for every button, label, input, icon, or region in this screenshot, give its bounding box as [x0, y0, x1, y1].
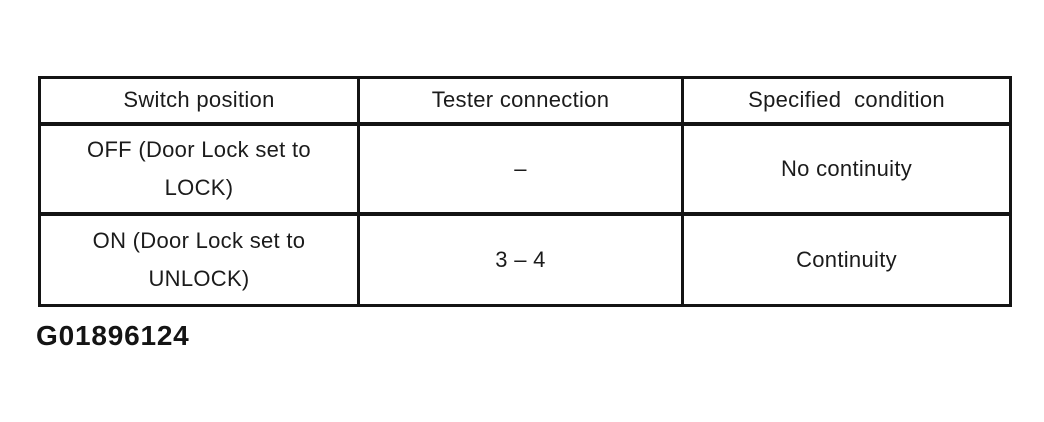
cell-row1-tester-connection: –: [360, 126, 684, 216]
header-label-switch-position: Switch position: [123, 87, 275, 113]
row1-specified-condition-text: No continuity: [780, 155, 913, 181]
continuity-spec-table: Switch position Tester connection Specif…: [38, 76, 1012, 307]
cell-row1-switch-position: OFF (Door Lock set to LOCK): [41, 126, 360, 216]
header-cell-specified-condition: Specified condition: [684, 79, 1009, 126]
row2-tester-connection-text: 3 – 4: [495, 246, 546, 272]
header-cell-switch-position: Switch position: [41, 79, 360, 126]
header-label-specified-condition: Specified condition: [748, 87, 945, 113]
figure-code: G01896124: [36, 320, 190, 351]
row1-tester-connection-text: –: [514, 155, 527, 181]
header-cell-tester-connection: Tester connection: [360, 79, 684, 126]
row2-switch-position-text: ON (Door Lock set to UNLOCK): [92, 227, 312, 292]
cell-row1-specified-condition: No continuity: [684, 126, 1009, 216]
cell-row2-tester-connection: 3 – 4: [360, 216, 684, 304]
cell-row2-specified-condition: Continuity: [684, 216, 1009, 304]
header-label-tester-connection: Tester connection: [431, 87, 610, 113]
row2-specified-condition-text: Continuity: [796, 246, 897, 272]
row1-switch-position-text: OFF (Door Lock set to LOCK): [87, 136, 318, 201]
cell-row2-switch-position: ON (Door Lock set to UNLOCK): [41, 216, 360, 304]
